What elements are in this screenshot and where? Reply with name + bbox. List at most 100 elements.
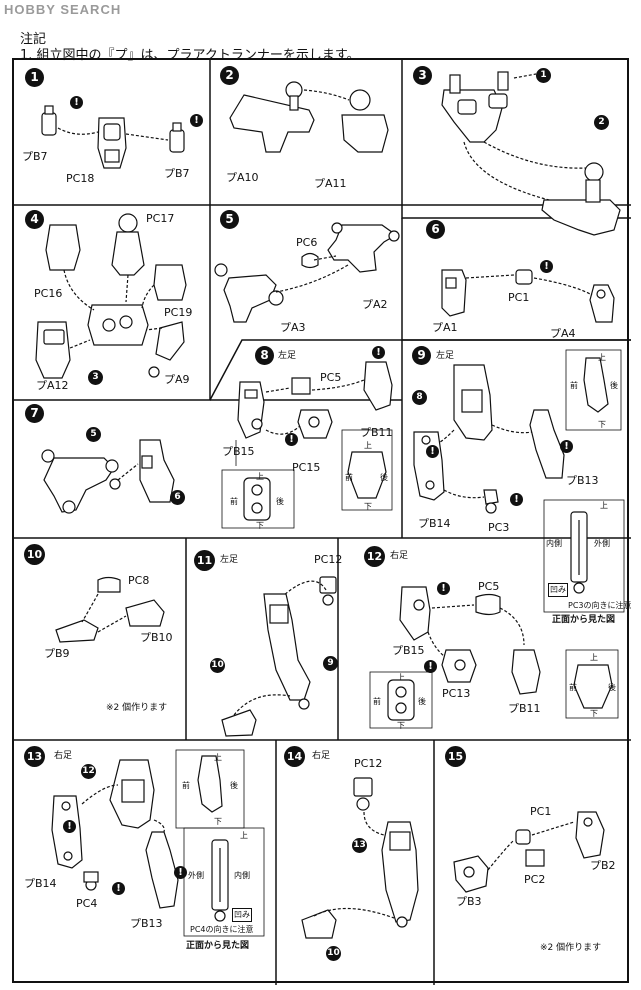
part-label: PC15 (292, 461, 321, 474)
part-label: プB14 (24, 877, 57, 890)
part-label: PC19 (164, 306, 193, 319)
ref-badge-8: 8 (412, 390, 427, 405)
part-label: PC1 (508, 291, 530, 304)
pc3-orientation-note: PC3の向きに注意 (568, 601, 632, 610)
part-label: プA10 (226, 171, 259, 184)
orient-down: 下 (598, 420, 606, 429)
part-label: プA1 (432, 321, 458, 334)
panel-dividers (14, 60, 631, 985)
step-8-number: 8 (255, 346, 274, 365)
step-7-number: 7 (25, 404, 44, 423)
ref-badge-2: 2 (594, 115, 609, 130)
orient-down: 下 (590, 709, 598, 718)
orient-up: 上 (598, 353, 606, 362)
notch-label: 凹み (548, 583, 568, 597)
step11-drawing (221, 576, 337, 737)
part-label: PC18 (66, 172, 95, 185)
orient-front: 前 (569, 683, 577, 692)
step5-drawing (214, 222, 400, 323)
part-label: プB13 (130, 917, 163, 930)
part-label: PC1 (530, 805, 552, 818)
step3-drawing (441, 71, 621, 236)
instruction-sheet: 1 2 3 4 5 6 7 8 9 10 11 12 13 14 15 1 2 … (12, 58, 632, 985)
side-label: 右足 (312, 751, 331, 761)
caution-icon: ! (70, 96, 83, 109)
caution-icon: ! (510, 493, 523, 506)
part-label: プA11 (314, 177, 347, 190)
part-label: PC13 (442, 687, 471, 700)
step-6-number: 6 (426, 220, 445, 239)
caution-icon: ! (63, 820, 76, 833)
step-5-number: 5 (220, 210, 239, 229)
part-label: PC16 (34, 287, 63, 300)
step15-drawing (453, 811, 605, 893)
part-label: プB11 (508, 702, 541, 715)
step-14-number: 14 (284, 746, 305, 767)
part-label: プB11 (360, 426, 393, 439)
caution-icon: ! (540, 260, 553, 273)
side-label: 左足 (278, 351, 297, 361)
step6-drawing (441, 269, 615, 323)
step-1-number: 1 (25, 68, 44, 87)
step4-drawing (35, 213, 187, 379)
pc4-orientation-note: PC4の向きに注意 (190, 925, 254, 934)
orient-back: 後 (230, 781, 238, 790)
step-9-number: 9 (412, 346, 431, 365)
orient-up: 上 (600, 501, 608, 510)
part-label: プB15 (392, 644, 425, 657)
caution-icon: ! (285, 433, 298, 446)
part-label: プB14 (418, 517, 451, 530)
orient-up: 上 (590, 653, 598, 662)
orient-up: 上 (364, 441, 372, 450)
orient-front: 前 (182, 781, 190, 790)
make-two-note: ※2 個作ります (106, 703, 168, 713)
part-label: PC2 (524, 873, 546, 886)
part-label: プA2 (362, 298, 388, 311)
ref-badge-12: 12 (81, 764, 96, 779)
front-view-label: 正面から見た図 (186, 941, 250, 951)
step-12-number: 12 (364, 546, 385, 567)
ref-badge-3: 3 (88, 370, 103, 385)
step14-drawing (301, 777, 419, 939)
orient-up: 上 (256, 472, 264, 481)
part-label: PC3 (488, 521, 510, 534)
part-label: PC17 (146, 212, 175, 225)
part-label: PC12 (354, 757, 383, 770)
part-label: プB2 (590, 859, 616, 872)
orient-down: 下 (397, 721, 405, 730)
part-label: PC12 (314, 553, 343, 566)
front-view-label: 正面から見た図 (552, 615, 616, 625)
side-label: 左足 (220, 555, 239, 565)
ref-badge-6: 6 (170, 490, 185, 505)
orient-down: 下 (364, 502, 372, 511)
orient-back: 後 (610, 381, 618, 390)
step-3-number: 3 (413, 66, 432, 85)
notch-label: 凹み (232, 908, 252, 922)
ref-badge-1: 1 (536, 68, 551, 83)
step-15-number: 15 (445, 746, 466, 767)
part-label: プA3 (280, 321, 306, 334)
caution-icon: ! (437, 582, 450, 595)
part-label: プA4 (550, 327, 576, 340)
orient-front: 前 (230, 497, 238, 506)
caution-icon: ! (174, 866, 187, 879)
orient-back: 後 (380, 473, 388, 482)
ref-badge-9: 9 (323, 656, 338, 671)
part-label: プA9 (164, 373, 190, 386)
step2-drawing (229, 81, 389, 153)
caution-icon: ! (372, 346, 385, 359)
step7-drawing (41, 439, 175, 514)
step12-drawing (369, 586, 619, 729)
part-label: PC6 (296, 236, 318, 249)
part-label: PC5 (478, 580, 500, 593)
caution-icon: ! (190, 114, 203, 127)
part-label: プB3 (456, 895, 482, 908)
step10-drawing (55, 576, 165, 643)
orient-up: 上 (214, 753, 222, 762)
part-label: プB7 (22, 150, 48, 163)
part-label: プB7 (164, 167, 190, 180)
part-label: PC8 (128, 574, 150, 587)
inner-side-label: 内側 (546, 539, 562, 548)
step9-drawing (413, 349, 625, 613)
caution-icon: ! (426, 445, 439, 458)
